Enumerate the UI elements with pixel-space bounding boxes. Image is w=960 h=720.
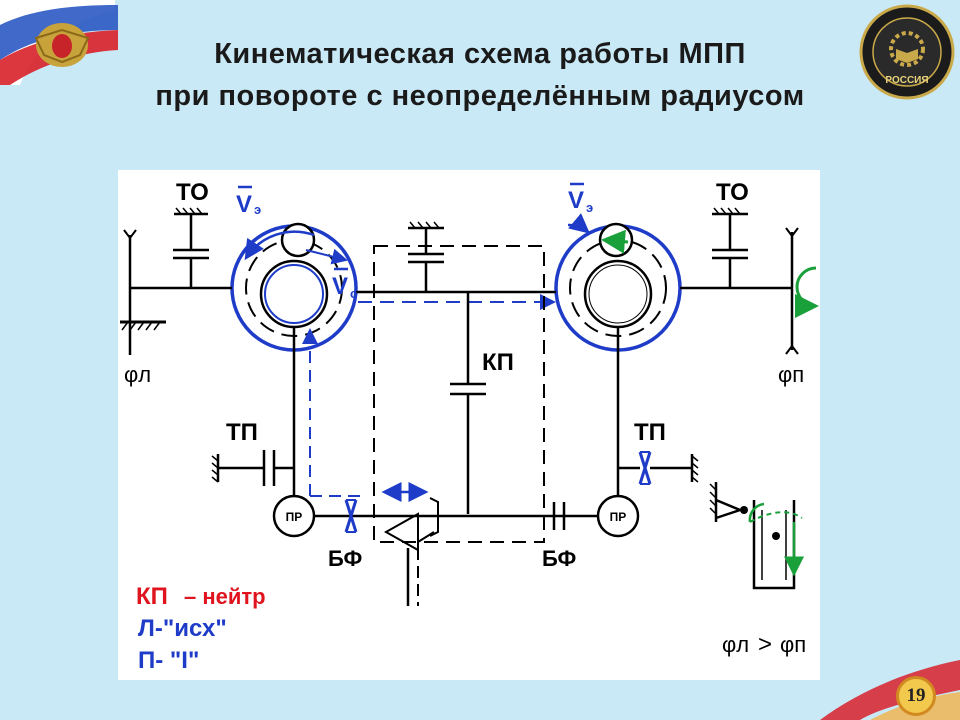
label-ve-right: V (568, 187, 584, 214)
label-bf-left: БФ (328, 546, 363, 571)
label-ve-right-sub: э (586, 200, 593, 215)
page-number-badge: 19 (896, 676, 936, 716)
label-tp-right: ТП (634, 419, 666, 446)
left-turn-brake (211, 450, 294, 486)
comparison-left: φл (722, 632, 749, 657)
label-to-right: ТО (716, 179, 749, 206)
label-to-left: ТО (176, 179, 209, 206)
corner-ribbon-decoration (820, 660, 960, 720)
left-friction-clutch (344, 499, 358, 533)
label-tp-left: ТП (226, 419, 258, 446)
right-turn-brake (618, 451, 699, 485)
legend-l-state: Л-"исх" (138, 615, 227, 642)
right-stop-brake (712, 207, 748, 288)
left-stop-brake (173, 207, 209, 288)
legend-kp-label: КП (136, 583, 168, 610)
label-pr-left: ПР (286, 510, 303, 524)
gearbox-clutch (450, 292, 486, 514)
bevel-gear-input (381, 482, 439, 606)
emblem-text: РОССИЯ (885, 75, 928, 86)
gearbox-top-mount (408, 221, 444, 292)
label-vc: V (332, 273, 348, 300)
right-output-shaft (680, 227, 819, 355)
gearbox-enclosure (373, 245, 545, 543)
label-phi-l: φл (124, 362, 151, 387)
label-phi-p: φп (778, 362, 804, 387)
label-vc-sub: с (350, 286, 357, 301)
label-kp: КП (482, 349, 514, 376)
left-output-shaft (120, 229, 232, 355)
training-center-emblem: РОССИЯ (859, 4, 955, 100)
slide-title-line-1: Кинематическая схема работы МПП (214, 38, 746, 70)
label-pr-right: ПР (610, 510, 627, 524)
right-friction-clutch (552, 502, 566, 530)
ground-contact-detail (709, 482, 804, 590)
comparison-sign: > (758, 631, 772, 658)
kinematic-diagram: ТО ТО V э V э V с КП ТП ТП БФ БФ ПР ПР φ… (118, 170, 820, 680)
label-ve-left: V (236, 191, 252, 218)
legend-p-state: П- "I" (138, 647, 199, 674)
eagle-icon (34, 23, 90, 67)
comparison-right: φп (780, 632, 806, 657)
label-ve-left-sub: э (254, 202, 261, 217)
book-gear-icon (889, 31, 925, 67)
slide-title-line-2: при повороте с неопределённым радиусом (155, 80, 805, 112)
legend-kp-state: – нейтр (184, 584, 266, 609)
russian-flag-emblem (0, 0, 118, 85)
label-bf-right: БФ (542, 546, 577, 571)
